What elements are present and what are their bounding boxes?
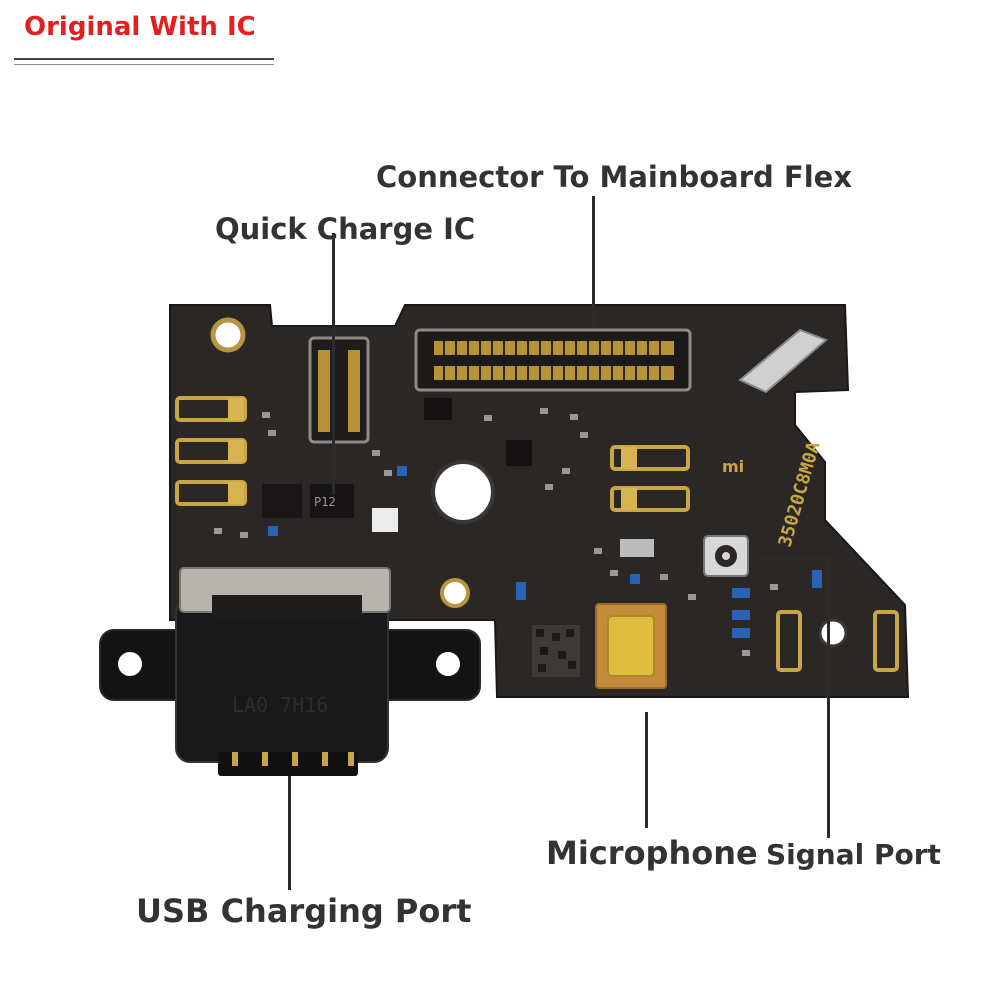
original-with-ic-badge: Original With IC — [24, 12, 256, 42]
microphone-leader-line — [645, 712, 648, 828]
ic-chip — [506, 440, 532, 466]
connector-leader-line — [592, 196, 595, 328]
board-connector — [414, 328, 692, 392]
mounting-hole — [210, 317, 246, 353]
mounting-hole — [440, 578, 470, 608]
chip-marking: P12 — [314, 495, 336, 509]
ic-chip — [372, 508, 398, 532]
antenna-contact — [776, 610, 802, 672]
usb-pins — [218, 752, 358, 776]
spring-contacts-left — [175, 396, 247, 506]
shield-clip — [738, 328, 828, 394]
mounting-hole — [818, 618, 848, 648]
connector-label: Connector To Mainboard Flex — [376, 160, 853, 194]
antenna-contact — [873, 610, 899, 672]
ic-chip — [424, 398, 452, 420]
usb-leader-line — [288, 776, 291, 890]
blue-capacitors — [268, 466, 822, 638]
quick-charge-leader-line — [332, 233, 335, 495]
signal-port-label: Signal Port — [766, 838, 941, 871]
signal-port-leader-line — [827, 558, 830, 838]
microphone-label: Microphone — [546, 834, 758, 872]
ic-chip — [620, 539, 654, 557]
badge-underline — [14, 58, 274, 60]
spring-contacts-right — [610, 445, 690, 512]
signal-port-leader-horizontal — [760, 558, 828, 561]
usb-charging-port-label: USB Charging Port — [136, 892, 472, 930]
brand-mark: mi — [722, 457, 744, 476]
usb-port-body — [175, 599, 389, 763]
badge-underline-thin — [14, 64, 274, 65]
mounting-hole — [431, 460, 495, 524]
quick-charge-ic-label: Quick Charge IC — [215, 212, 476, 246]
ic-chip — [262, 484, 302, 518]
microphone — [607, 615, 655, 677]
port-marking: LA0 7H16 — [232, 693, 328, 717]
